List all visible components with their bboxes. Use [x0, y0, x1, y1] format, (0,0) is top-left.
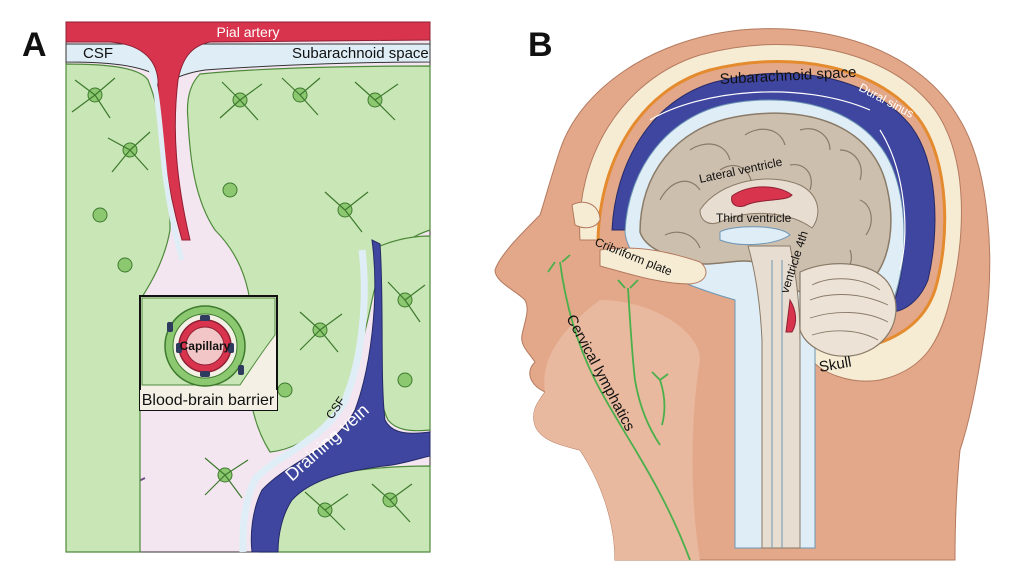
bbb-label-strip: [140, 390, 277, 410]
astrocyte-cell: [92, 207, 108, 223]
central-canal: [771, 260, 783, 548]
tight-junctions: [167, 315, 244, 377]
astrocyte-fields: [65, 63, 431, 553]
third-ventricle-label: Third ventricle: [716, 211, 792, 225]
panel-a: A: [22, 21, 431, 553]
corpus-callosum: [699, 178, 819, 229]
choroid-plexus-4th: [785, 298, 797, 333]
csf-flow-arrows: [649, 91, 906, 271]
frontal-sinus: [571, 201, 601, 229]
dura-mater: [596, 60, 947, 350]
choroid-plexus-lateral: [731, 186, 793, 207]
paravenous-csf: [239, 249, 368, 553]
panel-b-letter: B: [528, 26, 553, 64]
bbb-label: Blood-brain barrier: [142, 392, 275, 409]
bbb-inset: Capillary Blood-brain barrier: [139, 295, 278, 411]
third-ventricle: [719, 226, 791, 245]
panel-a-letter: A: [22, 26, 47, 64]
pial-artery: [65, 21, 431, 241]
paraarterial-csf: [147, 65, 185, 261]
astrocyte-cell: [222, 182, 238, 198]
draining-vein: [250, 239, 431, 553]
astrocyte-cell: [397, 372, 413, 388]
cerebellum-folia: [809, 278, 889, 341]
csf-top-label: CSF: [83, 45, 113, 62]
cerebellum: [799, 263, 897, 357]
astrocyte-cell: [117, 257, 133, 273]
capillary-label: Capillary: [180, 339, 231, 353]
cribriform-plate: [599, 247, 707, 285]
pial-artery-label: Pial artery: [216, 24, 279, 40]
astrocyte-field-top-right: [186, 65, 431, 453]
panel-b: B: [494, 26, 991, 561]
skull-label: Skull: [818, 354, 853, 376]
astrocyte-processes: [71, 77, 426, 531]
face-shading: [533, 300, 700, 560]
capillary-lumen: [185, 326, 225, 366]
astrocyte-cell: [277, 382, 293, 398]
cervical-lymphatics: [547, 254, 691, 561]
subarachnoid-space-label-a: Subarachnoid space: [292, 45, 429, 62]
